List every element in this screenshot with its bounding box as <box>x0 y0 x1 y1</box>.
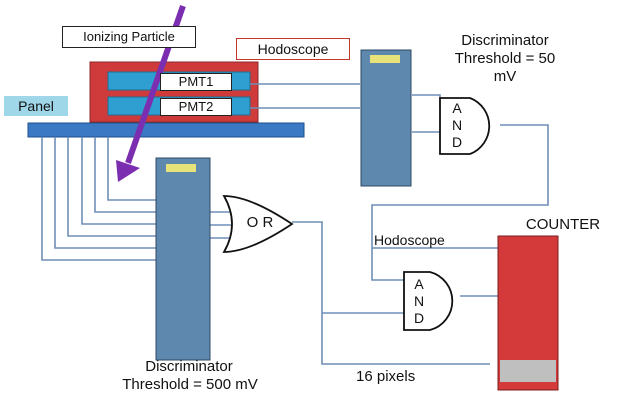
discriminator-top-unit: mV <box>493 68 517 85</box>
pmt1-label: PMT1 <box>160 73 232 91</box>
discriminator-bottom-threshold: Threshold = 500 mV <box>122 376 258 393</box>
pmt2-label: PMT2 <box>160 98 232 116</box>
panel-label: Panel <box>4 96 68 116</box>
counter-label: COUNTER <box>525 216 601 233</box>
discriminator-module-top <box>360 49 412 187</box>
and-gate-top-label: A N D <box>451 100 463 150</box>
counter-module <box>497 235 559 391</box>
discriminator-module-bottom <box>155 157 211 361</box>
discriminator-top-title: Discriminator <box>461 32 549 49</box>
panel-bar <box>27 122 305 138</box>
and-gate-bottom <box>403 271 454 331</box>
particle-label: Ionizing Particle <box>62 26 196 48</box>
or-gate <box>222 195 294 253</box>
pixels-label: 16 pixels <box>356 368 416 385</box>
and-gate-top <box>439 97 491 155</box>
hodoscope-top-label: Hodoscope <box>236 38 350 60</box>
hodoscope-mid-label: Hodoscope <box>374 232 445 248</box>
signal-wires <box>41 83 549 365</box>
discriminator-bottom-title: Discriminator <box>145 358 233 375</box>
or-gate-label: O R <box>246 214 274 231</box>
discriminator-top-threshold: Threshold = 50 <box>454 50 556 67</box>
and-gate-bottom-label: A N D <box>413 276 425 326</box>
